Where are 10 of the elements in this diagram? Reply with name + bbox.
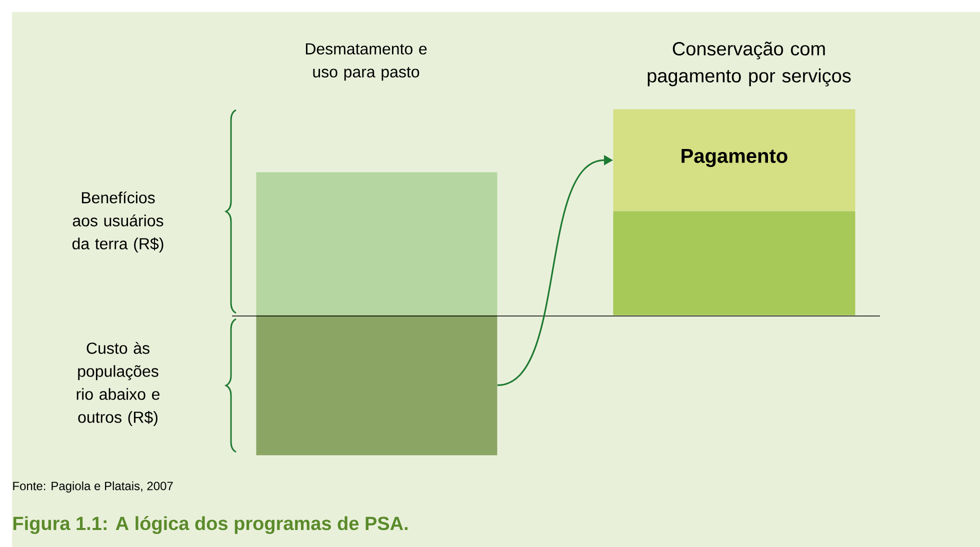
column-heading: Desmatamento e uso para pasto bbox=[306, 43, 427, 81]
source-note: Fonte: Pagiola e Platais, 2007 bbox=[13, 481, 173, 493]
bar-segment bbox=[256, 172, 498, 316]
payment-box: Pagamento bbox=[613, 109, 856, 212]
axis-label: Benefícios aos usuários da terra (R$) bbox=[72, 191, 164, 253]
bar-segment bbox=[613, 211, 856, 316]
bar-segment bbox=[256, 315, 498, 456]
figure-caption: Figura 1.1: A lógica dos programas de PSA. bbox=[13, 516, 408, 534]
axis-label: Custo às populações rio abaixo e outros (R$) bbox=[76, 342, 160, 426]
column-heading: Conservação com pagamento por serviços bbox=[648, 42, 851, 86]
